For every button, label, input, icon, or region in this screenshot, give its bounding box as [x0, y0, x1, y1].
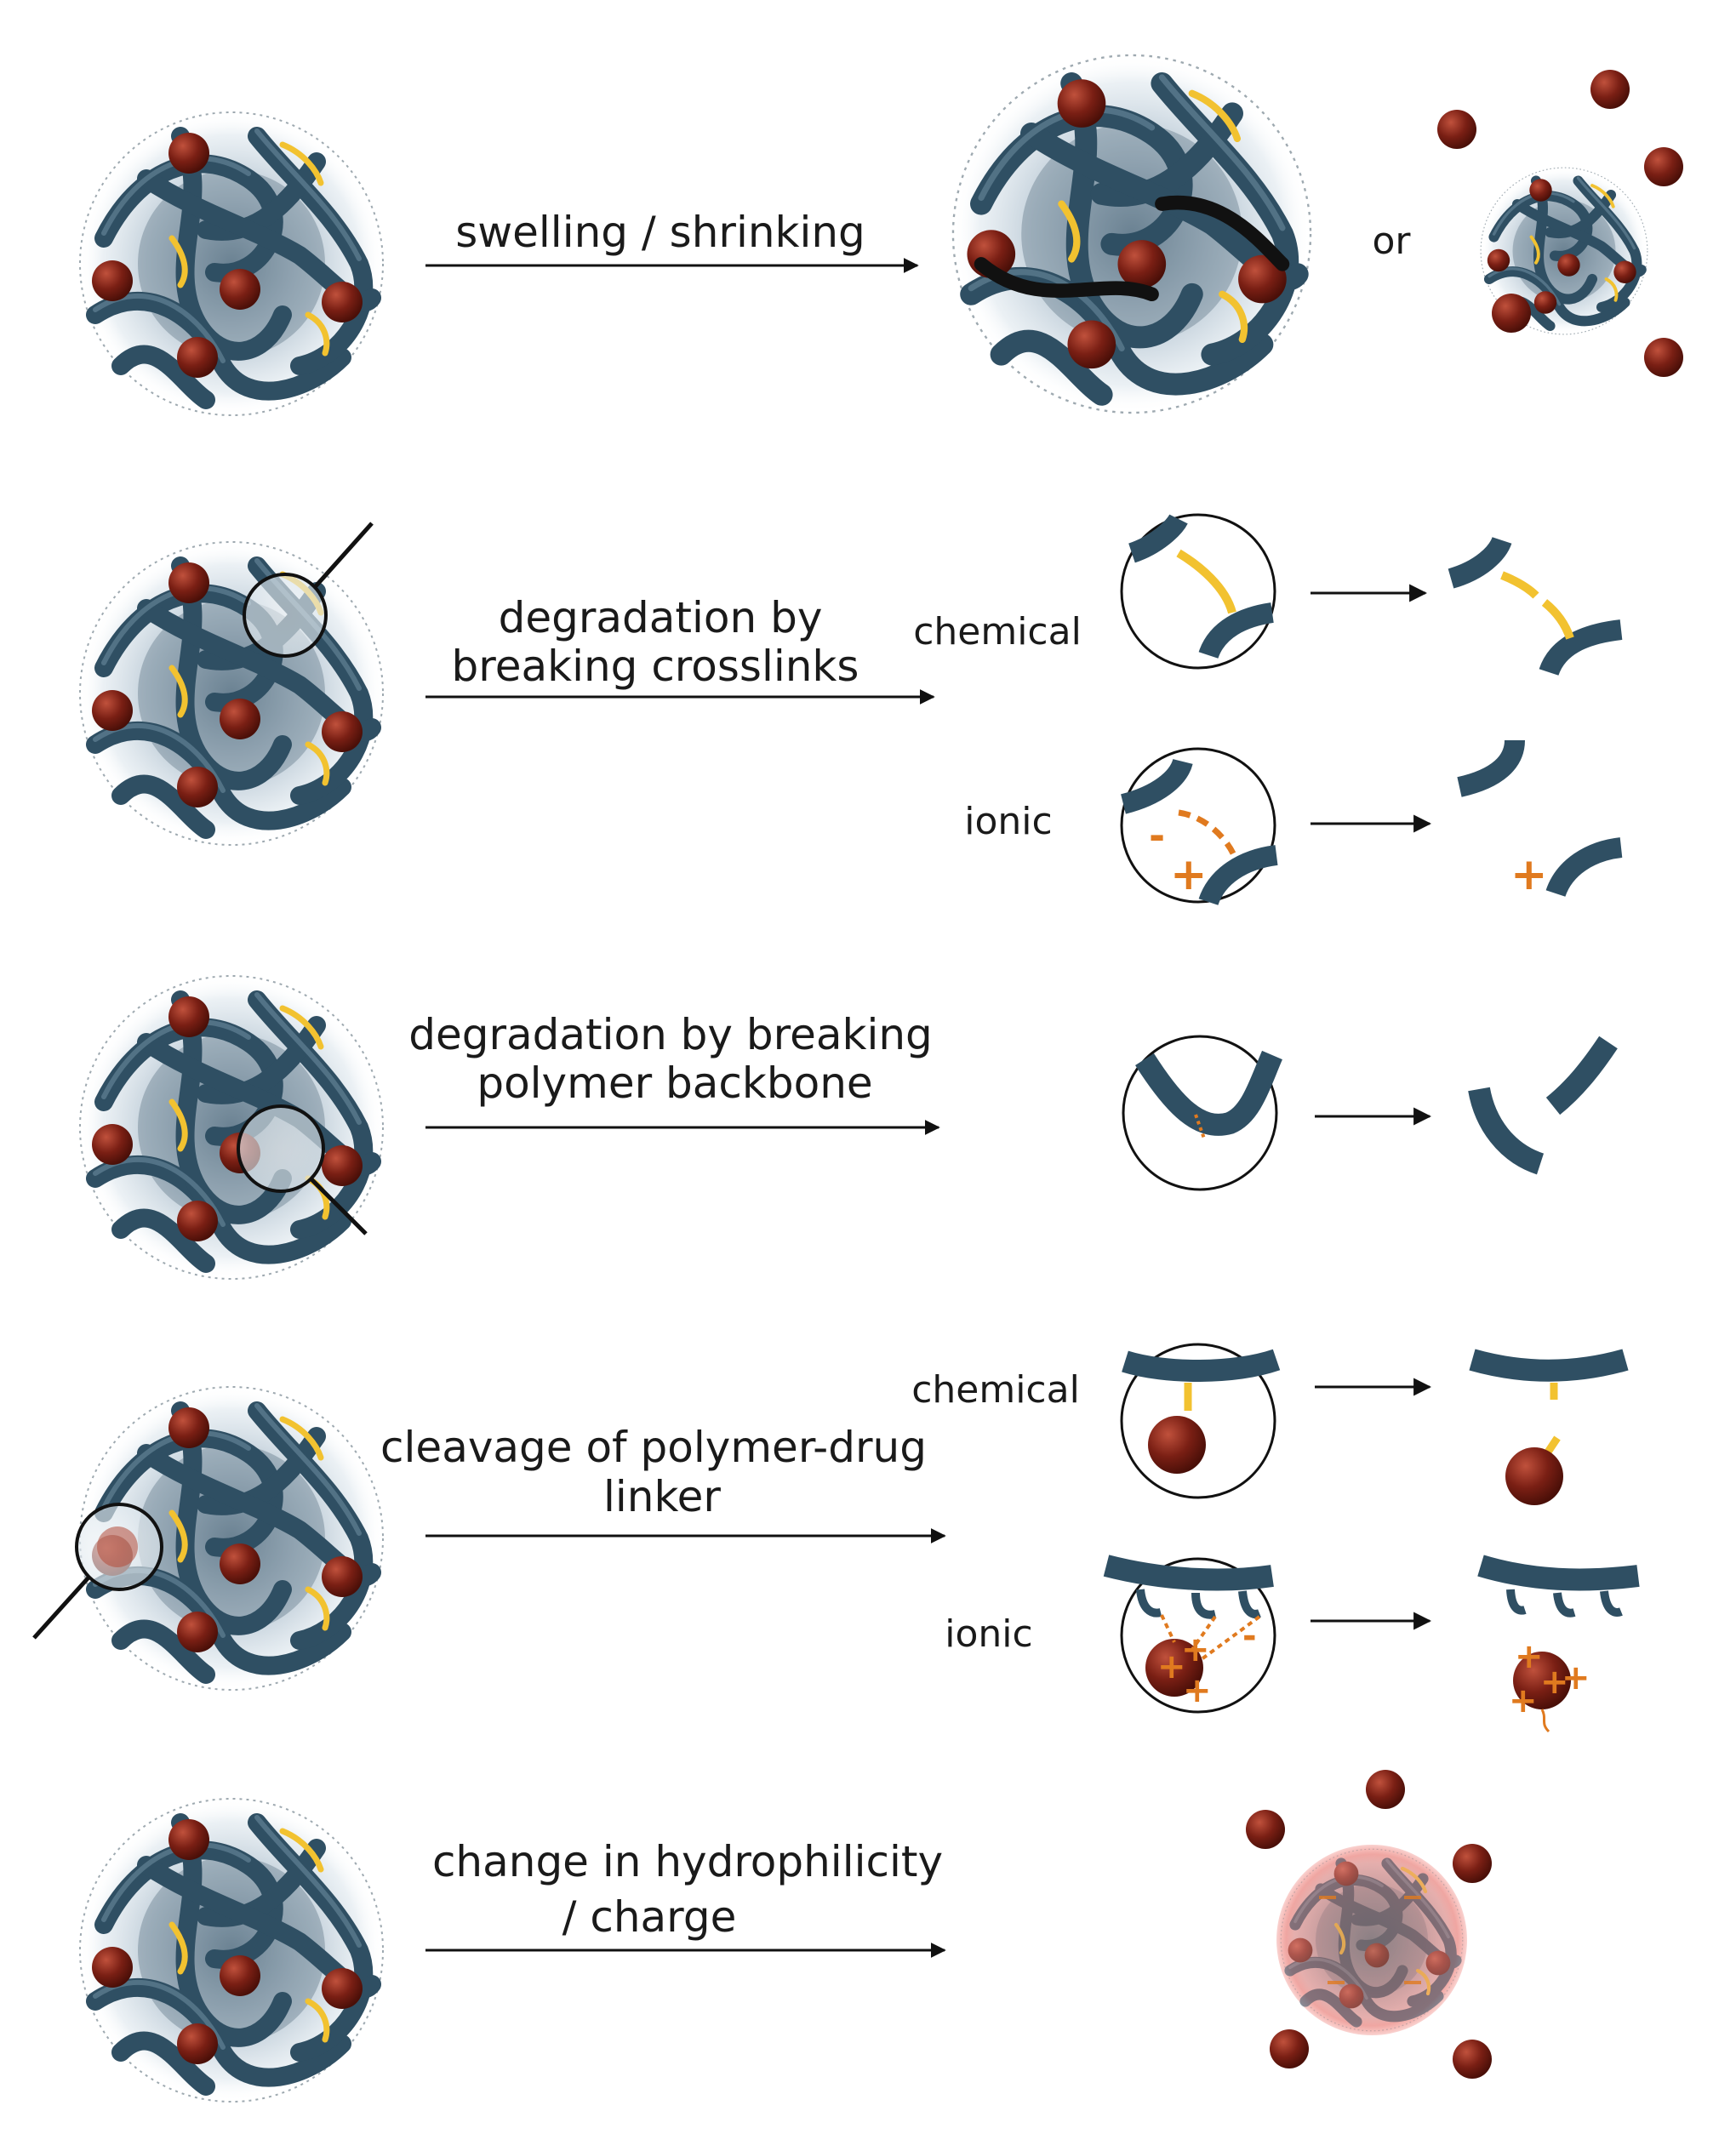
drug-molecule	[1505, 1447, 1563, 1505]
plus-sign: +	[1540, 1663, 1569, 1702]
nanogel-particle	[80, 542, 383, 845]
chemical-label: chemical	[913, 610, 1082, 653]
mechanism-label: swelling / shrinking	[455, 208, 865, 257]
ionic-linker-broken: + + + +	[1477, 1555, 1640, 1733]
plus-sign: +	[1515, 1637, 1544, 1676]
magnifier-icon	[32, 1503, 163, 1640]
swollen-nanogel	[953, 55, 1311, 413]
drug-molecule	[1270, 2029, 1309, 2068]
plus-sign: +	[1170, 849, 1208, 900]
nanogel-particle	[80, 112, 383, 415]
released-drugs	[1246, 1770, 1492, 2079]
minus-sign: -	[1242, 1617, 1257, 1656]
chemical-crosslink-broken	[1448, 536, 1623, 676]
backbone-broken	[1468, 1036, 1618, 1175]
plus-sign: +	[1181, 1630, 1210, 1669]
drug-molecule	[1366, 1770, 1405, 1809]
ionic-crosslink-zoom: - +	[1120, 747, 1278, 906]
row-linker: cleavage of polymer-drug linker chemical…	[32, 1343, 1640, 1733]
mechanism-label-line1: change in hydrophilicity	[432, 1837, 943, 1886]
drug-molecule	[1246, 1810, 1285, 1849]
row-crosslinks: degradation by breaking crosslinks chemi…	[80, 513, 1623, 906]
drug-molecule	[1145, 1639, 1203, 1697]
nanogel-particle	[80, 976, 383, 1279]
mechanism-label-line2: breaking crosslinks	[452, 642, 859, 691]
minus-sign: -	[1149, 813, 1165, 859]
plus-sign: +	[1183, 1671, 1212, 1710]
magnifier-icon	[243, 522, 374, 658]
row-hydrophilicity: change in hydrophilicity / charge	[80, 1770, 1492, 2102]
drug-molecule	[1513, 1652, 1571, 1709]
released-drugs	[1437, 70, 1683, 377]
drug-molecule	[1148, 1416, 1206, 1474]
chemical-linker-zoom	[1120, 1343, 1281, 1499]
chemical-linker-broken	[1469, 1349, 1629, 1505]
drug-molecule	[1644, 338, 1683, 377]
plus-sign: +	[1157, 1647, 1186, 1686]
drug-molecule	[1453, 1844, 1492, 1883]
magnifier-icon	[237, 1104, 368, 1235]
mechanism-label-line2: polymer backbone	[477, 1058, 872, 1108]
chemical-crosslink-zoom	[1120, 513, 1276, 670]
charged-nanogel	[1276, 1845, 1467, 2035]
mechanism-label-line1: cleavage of polymer-drug	[380, 1423, 927, 1472]
chemical-label: chemical	[911, 1368, 1080, 1412]
plus-sign: +	[1510, 849, 1548, 900]
nanogel-particle	[80, 1799, 383, 2102]
drug-molecule	[1590, 70, 1630, 109]
mechanism-label-line2: linker	[603, 1472, 721, 1521]
mechanism-label-line1: degradation by	[499, 593, 823, 642]
row-swelling: swelling / shrinking or	[80, 55, 1683, 415]
drug-molecule	[1453, 2040, 1492, 2079]
mechanism-label-line1: degradation by breaking	[408, 1010, 933, 1059]
backbone-zoom	[1122, 1035, 1282, 1191]
ionic-label: ionic	[964, 800, 1052, 843]
or-label: or	[1372, 220, 1411, 263]
drug-molecule	[1492, 294, 1531, 333]
plus-sign: +	[1562, 1658, 1590, 1698]
row-backbone: degradation by breaking polymer backbone	[80, 976, 1618, 1279]
drug-molecule	[1437, 110, 1476, 149]
ionic-linker-zoom: + + + -	[1103, 1555, 1276, 1714]
ionic-label: ionic	[945, 1612, 1032, 1656]
mechanism-label-line2: / charge	[562, 1892, 737, 1942]
plus-sign: +	[1509, 1681, 1538, 1720]
drug-molecule	[1644, 147, 1683, 186]
ionic-crosslink-broken: +	[1457, 739, 1623, 900]
